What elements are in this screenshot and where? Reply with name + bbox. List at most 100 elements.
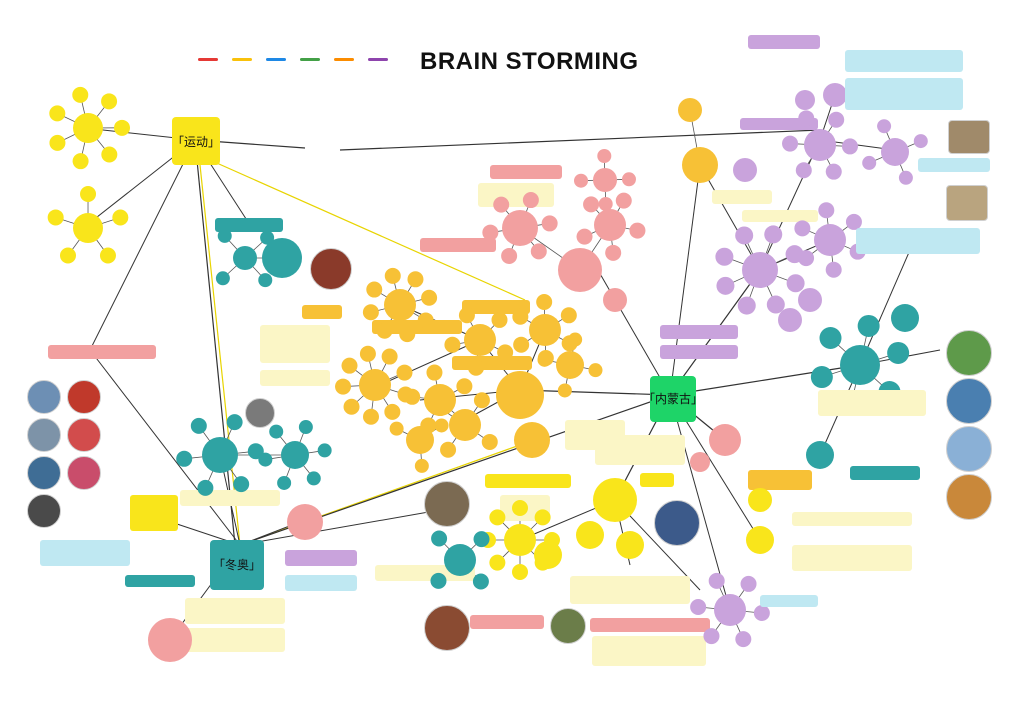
- topic-bubble: [233, 476, 250, 493]
- topic-bubble: [795, 90, 815, 110]
- topic-bubble: [857, 314, 880, 337]
- topic-bubble: [522, 192, 539, 209]
- nature-cream-note: [818, 390, 926, 416]
- topic-bubble: [818, 202, 835, 219]
- legend-dash: [198, 58, 218, 61]
- mind-map-nodes: [40, 35, 990, 666]
- topic-bubble: [804, 129, 836, 161]
- topic-bubble: [504, 524, 536, 556]
- connector-line: [339, 129, 821, 151]
- topic-bubble: [426, 364, 443, 381]
- topic-bubble: [810, 366, 833, 389]
- topic-bubble: [72, 153, 89, 170]
- topic-bubble: [215, 271, 230, 286]
- purple-cream-note-2: [742, 210, 818, 222]
- topic-bubble: [491, 311, 508, 328]
- topic-bubble: [814, 224, 846, 256]
- topic-bubble: [458, 307, 475, 324]
- topic-bubble: [678, 98, 702, 122]
- topic-bubble: [468, 359, 485, 376]
- topic-bubble: [534, 541, 562, 569]
- blue-note-right-2: [856, 228, 980, 254]
- topic-bubble: [605, 244, 622, 261]
- topic-bubble: [913, 134, 928, 149]
- blue-note-top: [845, 50, 963, 72]
- topic-bubble: [714, 594, 746, 626]
- topic-bubble: [560, 307, 577, 324]
- skating-photo: [27, 380, 61, 414]
- activity-pink-note: [470, 615, 544, 629]
- instrument-photo: [310, 248, 352, 290]
- topic-bubble: [73, 113, 103, 143]
- activity-pink-note-2: [590, 618, 710, 632]
- purple-note-top: [748, 35, 820, 49]
- blue-note-bottom: [760, 595, 818, 607]
- connector-line: [859, 249, 911, 366]
- topic-bubble: [432, 400, 449, 417]
- spear-photo: [245, 398, 275, 428]
- legend-dash: [300, 58, 320, 61]
- figure-skater-red-photo: [67, 456, 101, 490]
- topic-bubble: [603, 288, 627, 312]
- legend-dash: [266, 58, 286, 61]
- athlete-portrait-photo: [27, 494, 61, 528]
- lake-photo: [946, 378, 992, 424]
- nature-teal-note: [850, 466, 920, 480]
- topic-bubble: [258, 452, 273, 467]
- purple-note-3: [740, 118, 818, 130]
- topic-bubble: [489, 509, 506, 526]
- activity-cream-note-3: [570, 576, 690, 604]
- topic-bubble: [568, 332, 583, 347]
- topic-bubble: [558, 248, 602, 292]
- connector-line: [89, 349, 241, 546]
- orange-note-3: [462, 300, 530, 314]
- topic-bubble: [99, 247, 116, 264]
- purple-note: [660, 325, 738, 339]
- topic-bubble: [417, 312, 434, 329]
- topic-bubble: [384, 403, 401, 420]
- topic-bubble: [798, 288, 822, 312]
- topic-bubble: [482, 224, 499, 241]
- hub-yundong-label: 「运动」: [172, 135, 220, 149]
- topic-bubble: [101, 146, 118, 163]
- topic-bubble: [716, 276, 735, 295]
- topic-bubble: [740, 575, 757, 592]
- topic-bubble: [840, 345, 880, 385]
- blue-note-right: [918, 158, 990, 172]
- topic-bubble: [825, 261, 842, 278]
- topic-bubble: [766, 295, 785, 314]
- deer-photo: [946, 185, 988, 221]
- blue-note-top-2: [845, 78, 963, 110]
- connector-line: [379, 339, 481, 386]
- topic-bubble: [690, 598, 707, 615]
- topic-bubble: [407, 271, 424, 288]
- winter-note-teal: [125, 575, 195, 587]
- topic-bubble: [406, 426, 434, 454]
- topic-bubble: [472, 573, 489, 590]
- topic-bubble: [148, 618, 192, 662]
- winter-note-purple: [285, 550, 357, 566]
- topic-bubble: [226, 414, 243, 431]
- desert-photo: [946, 474, 992, 520]
- topic-bubble: [366, 281, 383, 298]
- topic-bubble: [421, 289, 438, 306]
- connector-line: [239, 509, 441, 546]
- topic-bubble: [376, 322, 393, 339]
- pink-note: [490, 165, 562, 179]
- topic-bubble: [709, 424, 741, 456]
- topic-bubble: [862, 155, 877, 170]
- topic-bubble: [359, 345, 376, 362]
- topic-bubble: [513, 336, 530, 353]
- topic-bubble: [473, 531, 490, 548]
- winter-note-cream-3: [185, 628, 285, 652]
- orange-note: [302, 305, 342, 319]
- topic-bubble: [795, 162, 812, 179]
- topic-bubble: [512, 308, 529, 325]
- topic-bubble: [277, 475, 292, 490]
- topic-bubble: [782, 135, 799, 152]
- topic-bubble: [825, 163, 842, 180]
- winter-note-cream-2: [185, 598, 285, 624]
- topic-bubble: [430, 572, 447, 589]
- topic-bubble: [481, 433, 498, 450]
- topic-bubble: [534, 509, 551, 526]
